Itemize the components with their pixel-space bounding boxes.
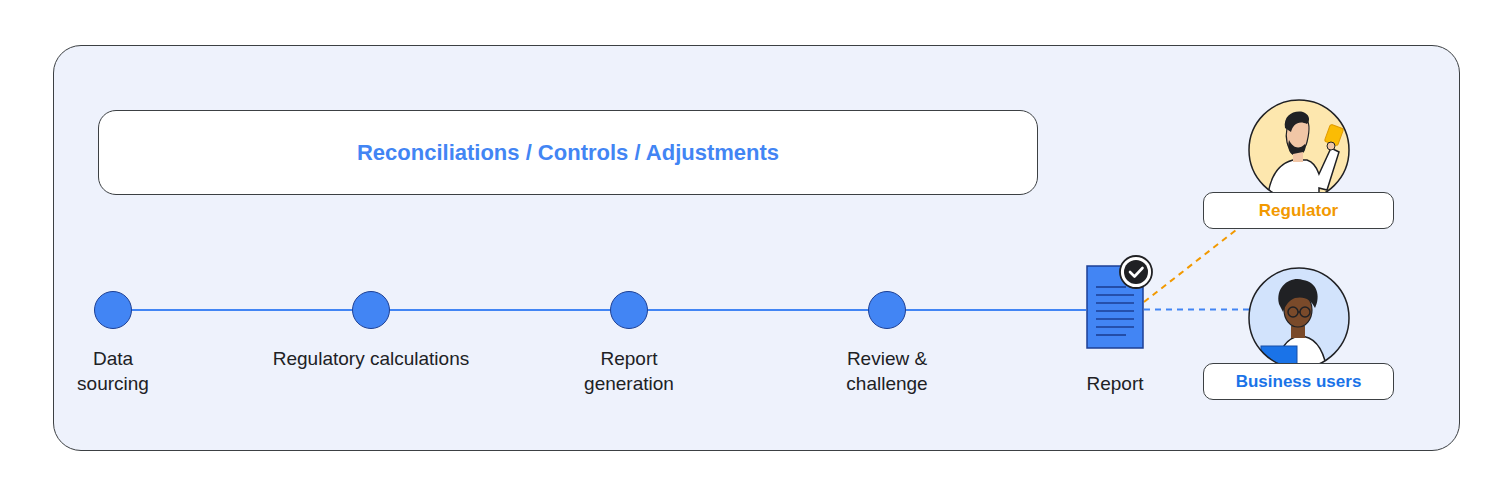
document-icon: [1086, 265, 1144, 349]
timeline-step: Data sourcing: [0, 291, 253, 396]
timeline-step: Review & challenge: [747, 291, 1027, 396]
step-circle: [610, 291, 648, 329]
step-circle: [868, 291, 906, 329]
step-label: Data sourcing: [63, 346, 163, 396]
step-label: Review & challenge: [825, 346, 950, 396]
report-document: Report: [1055, 265, 1175, 396]
business-avatar: [1247, 266, 1351, 370]
timeline-step: Regulatory calculations: [231, 291, 511, 371]
document-label: Report: [1086, 371, 1143, 396]
process-band: Reconciliations / Controls / Adjustments: [98, 110, 1038, 195]
timeline-line: [132, 309, 352, 311]
actor-pill: Business users: [1203, 363, 1394, 400]
step-circle: [94, 291, 132, 329]
timeline-line: [390, 309, 610, 311]
step-circle: [352, 291, 390, 329]
actor-label: Regulator: [1259, 201, 1338, 221]
step-label: Regulatory calculations: [273, 346, 469, 371]
band-title: Reconciliations / Controls / Adjustments: [357, 140, 779, 166]
dashed-connector: [1144, 309, 1250, 311]
regulator-avatar: [1247, 98, 1351, 202]
step-label: Report generation: [567, 346, 692, 396]
business-actor: Business users: [1203, 268, 1394, 399]
dashed-connector: [1144, 229, 1237, 302]
timeline-line: [906, 309, 1086, 311]
timeline-step: Report generation: [489, 291, 769, 396]
timeline-line: [648, 309, 868, 311]
regulator-actor: Regulator: [1203, 100, 1394, 229]
actor-pill: Regulator: [1203, 192, 1394, 229]
actor-label: Business users: [1236, 372, 1362, 392]
